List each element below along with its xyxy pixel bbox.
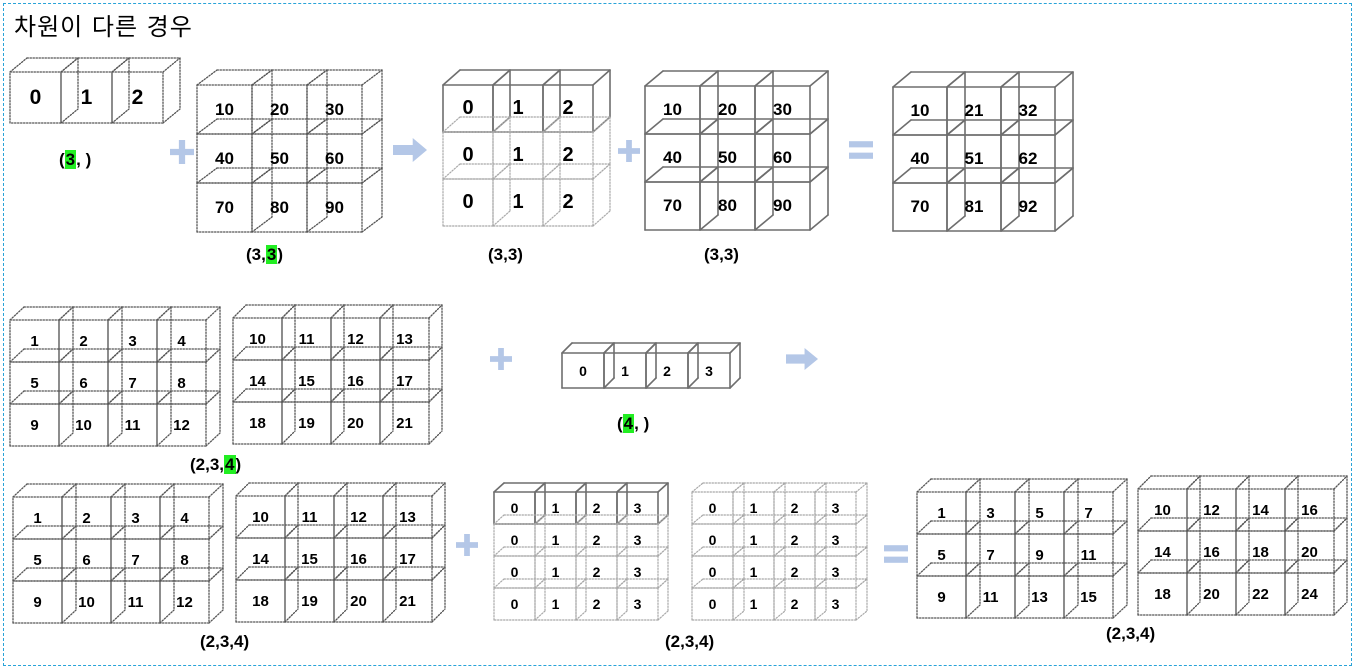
row2-array-b-shape: (4, ) — [617, 414, 650, 433]
cube-grid-lines — [442, 69, 611, 227]
cube-grid-lines — [235, 482, 446, 623]
cube-grid-lines — [1137, 475, 1348, 616]
row3-array-b-shape: (2,3,4) — [665, 632, 715, 651]
plus-operator-2 — [618, 140, 640, 162]
row3-result-shape: (2,3,4) — [1106, 624, 1156, 643]
cube-grid-lines — [892, 71, 1074, 232]
plus-icon — [490, 348, 512, 370]
plus-operator-4 — [456, 534, 478, 556]
arrow-operator-2 — [786, 348, 818, 370]
plus-icon — [618, 140, 640, 162]
equals-operator-1 — [849, 139, 873, 161]
dashed-frame — [3, 3, 1352, 666]
row1-array-b-shape: (3,3) — [246, 245, 283, 264]
cube-grid-lines — [9, 306, 221, 447]
cube-grid-lines — [644, 70, 829, 231]
diagram-title: 차원이 다른 경우 — [14, 13, 193, 41]
row1-array-a-shape: (3, ) — [59, 150, 92, 169]
row1-array-a-broadcast-shape: (3,3) — [488, 245, 523, 264]
cube-grid-lines — [691, 482, 868, 621]
row1-array-b-copy-shape: (3,3) — [704, 245, 739, 264]
cube-grid-lines — [493, 482, 669, 621]
cube-grid-lines — [232, 304, 443, 445]
cube-grid-lines — [9, 57, 181, 124]
row2-array-a-shape: (2,3,4) — [190, 455, 242, 474]
equals-icon — [849, 141, 873, 159]
equals-icon — [884, 545, 908, 563]
arrow-icon — [393, 138, 427, 162]
plus-operator-3 — [490, 348, 512, 370]
plus-icon — [456, 534, 478, 556]
arrow-icon — [786, 348, 818, 370]
cube-grid-lines — [196, 69, 383, 233]
plus-icon — [170, 140, 194, 164]
plus-operator-1 — [170, 140, 194, 164]
row3-array-a-shape: (2,3,4) — [200, 632, 250, 651]
cube-grid-lines — [916, 478, 1128, 619]
arrow-operator-1 — [393, 138, 427, 162]
cube-grid-lines — [12, 483, 224, 624]
cube-grid-lines — [561, 342, 741, 389]
equals-operator-2 — [884, 543, 908, 565]
